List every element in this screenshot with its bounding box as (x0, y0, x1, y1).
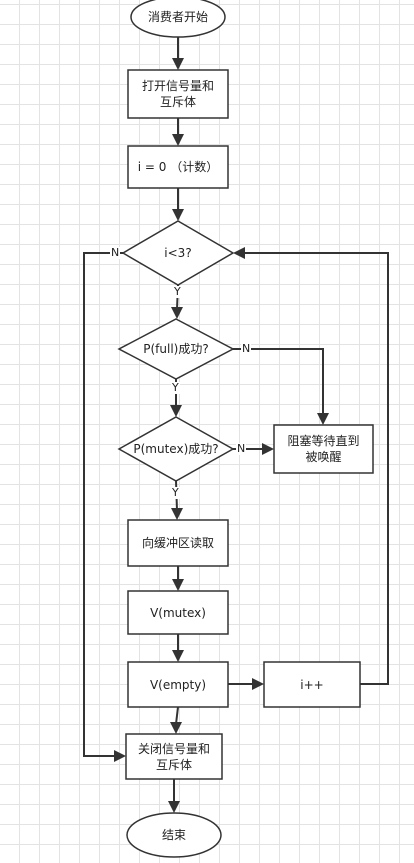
edge-vempty-close (170, 706, 182, 734)
full-no-label: N (241, 342, 252, 355)
end-label: 结束 (161, 828, 186, 842)
mutex-no-label: N (236, 442, 247, 455)
loop-yes-label: Y (173, 285, 182, 298)
read-buffer-process (127, 519, 229, 567)
loop-check-label: i<3? (164, 246, 192, 260)
start-label: 消费者开始 (147, 10, 208, 24)
block-wait-process (273, 424, 374, 474)
p-mutex-label: P(mutex)成功? (133, 442, 219, 456)
init-label: i = 0 （计数） (137, 160, 219, 174)
edge-vmutex-vempty (172, 634, 184, 662)
v-mutex-process (127, 590, 229, 635)
edge-loop-close (83, 252, 126, 762)
block-wait-label: 阻塞等待直到 被唤醒 (287, 434, 360, 464)
increment-process (263, 661, 361, 708)
edge-increment-loop (233, 247, 389, 685)
v-empty-label: V(empty) (149, 677, 207, 692)
read-buffer-label: 向缓冲区读取 (141, 536, 214, 550)
open-sem-process (127, 69, 229, 119)
edge-vempty-increment (228, 678, 264, 690)
loop-no-label: N (110, 246, 121, 259)
edge-pfull-block (233, 348, 329, 425)
edge-init-loop (172, 188, 184, 221)
close-sem-label: 关闭信号量和 互斥体 (137, 741, 210, 772)
full-yes-label: Y (171, 381, 180, 394)
edge-start-open (172, 37, 184, 70)
increment-label: i++ (300, 677, 324, 692)
v-mutex-label: V(mutex) (150, 605, 206, 620)
edge-close-end (168, 779, 180, 813)
open-sem-label: 打开信号量和 互斥体 (141, 79, 214, 109)
p-full-label: P(full)成功? (143, 342, 209, 356)
edge-read-vmutex (172, 566, 184, 591)
mutex-yes-label: Y (171, 486, 180, 499)
edge-open-init (172, 118, 184, 146)
